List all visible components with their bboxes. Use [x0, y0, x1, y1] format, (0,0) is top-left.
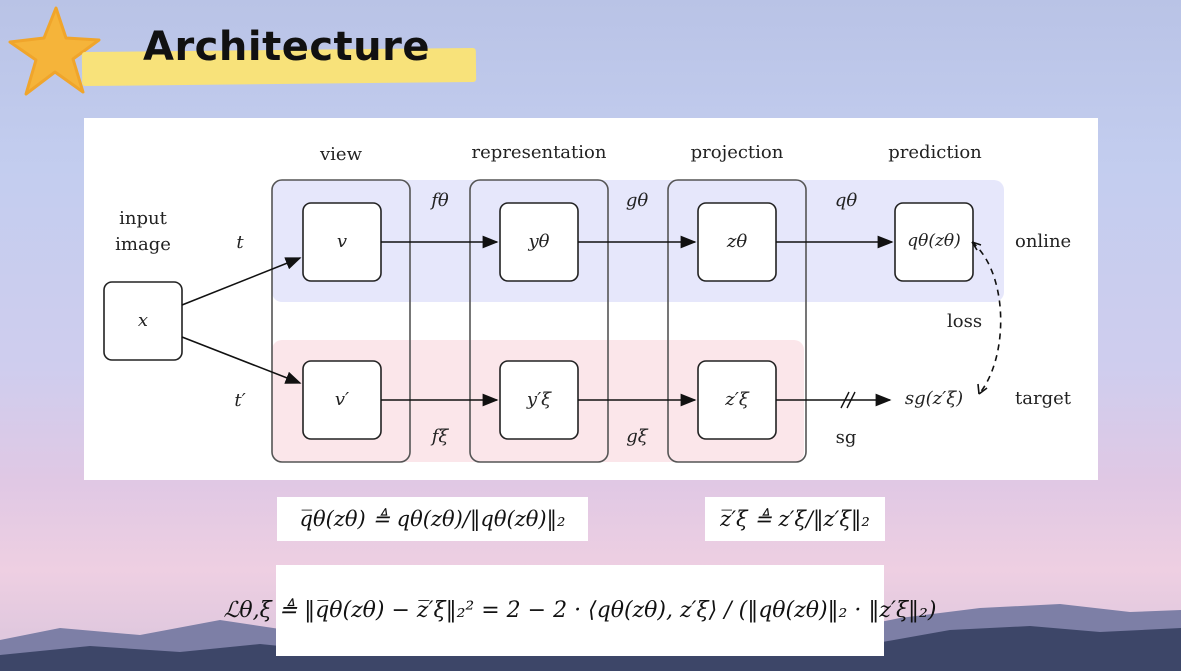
star-icon — [8, 6, 101, 96]
normalized-target-formula: z̅′ξ ≜ z′ξ/‖z′ξ‖₂ — [705, 497, 885, 541]
stage-label-projection: projection — [690, 142, 784, 163]
online-projection-node-label: zθ — [726, 231, 748, 252]
target-representation-node-label: y′ξ — [526, 389, 552, 410]
target-encoder-label: fξ — [431, 426, 449, 447]
online-representation-node-label: yθ — [528, 231, 550, 252]
target-augmentation-label: t′ — [234, 390, 246, 411]
input-label-line2: image — [115, 234, 171, 255]
stop-gradient-label: sg — [835, 427, 857, 448]
stop-gradient-slash-2 — [846, 391, 856, 409]
target-view-node-label: v′ — [334, 389, 350, 410]
online-projector-label: gθ — [625, 190, 649, 211]
online-band — [272, 180, 1004, 302]
stop-gradient-slash-1 — [840, 391, 850, 409]
view-stage-outline — [271, 179, 411, 463]
input-node-label: x — [137, 310, 149, 331]
target-branch-label: target — [1015, 388, 1071, 409]
online-view-node-label: v — [336, 231, 348, 252]
target-projector-label: gξ — [626, 426, 648, 447]
online-augmentation-label: t — [236, 232, 244, 253]
input-label-line1: input — [119, 208, 167, 229]
loss-arrowhead-top — [971, 241, 982, 251]
architecture-diagram: view representation projection predictio… — [84, 118, 1098, 480]
stage-label-prediction: prediction — [888, 142, 982, 163]
target-prediction-label: sg(z′ξ) — [904, 388, 964, 409]
loss-arrowhead-bottom — [977, 383, 988, 395]
projection-stage-outline — [667, 179, 807, 463]
arrow-input-to-view — [181, 257, 302, 306]
arrow-input-to-view-prime — [181, 336, 302, 384]
slide-title: Architecture — [143, 24, 430, 70]
representation-stage-outline — [469, 179, 609, 463]
online-branch-label: online — [1015, 231, 1072, 252]
loss-dashed-curve — [971, 241, 1002, 395]
online-prediction-node-label: qθ(zθ) — [907, 231, 961, 251]
stage-label-representation: representation — [471, 142, 607, 163]
loss-label: loss — [947, 311, 983, 332]
input-node-box — [103, 281, 183, 361]
online-predictor-label: qθ — [834, 190, 858, 211]
loss-formula: ℒθ,ξ ≜ ‖q̅θ(zθ) − z̅′ξ‖₂² = 2 − 2 · ⟨qθ(… — [224, 565, 936, 656]
stage-label-view: view — [320, 144, 362, 165]
normalized-prediction-formula: q̅θ(zθ) ≜ qθ(zθ)/‖qθ(zθ)‖₂ — [277, 497, 588, 541]
target-projection-node-label: z′ξ — [725, 389, 749, 410]
online-encoder-label: fθ — [431, 190, 449, 211]
